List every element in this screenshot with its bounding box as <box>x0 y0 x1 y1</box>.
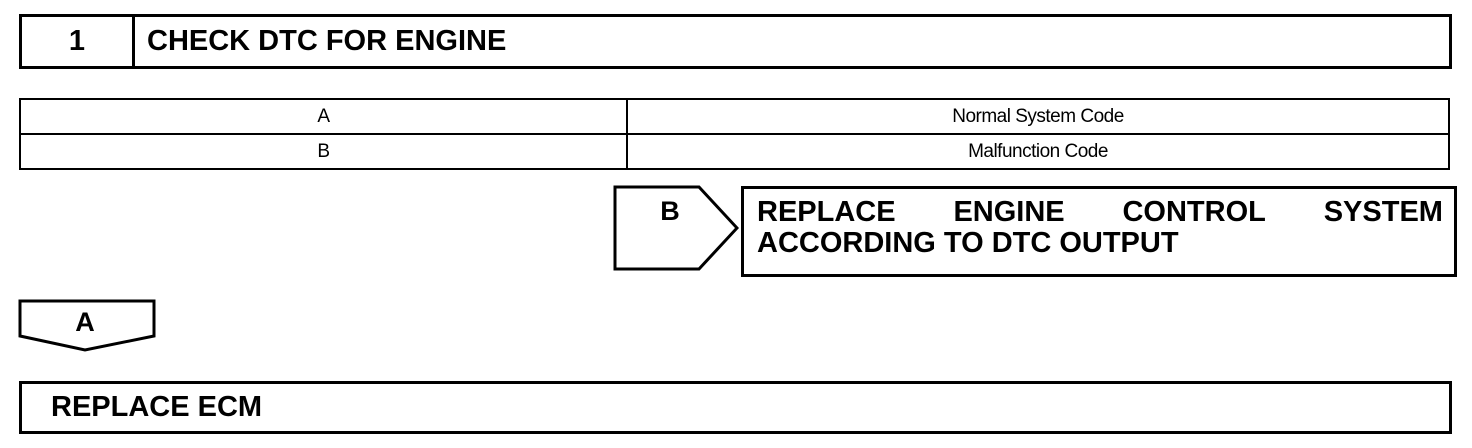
branch-b-action-line1: REPLACE ENGINE CONTROL SYSTEM <box>757 197 1443 228</box>
action-word: REPLACE <box>757 196 896 228</box>
action-word: ENGINE <box>953 196 1065 228</box>
step-header: 1 CHECK DTC FOR ENGINE <box>19 14 1452 69</box>
condition-cell: Malfunction Code <box>626 133 1450 170</box>
step-title: CHECK DTC FOR ENGINE <box>147 25 507 57</box>
branch-b-action: REPLACE ENGINE CONTROL SYSTEM ACCORDING … <box>741 186 1457 277</box>
right-arrow-icon <box>613 185 739 271</box>
branch-b-label: B <box>660 196 680 226</box>
table-row: A Normal System Code <box>19 98 1450 135</box>
branch-b-action-line2: ACCORDING TO DTC OUTPUT <box>757 227 1179 259</box>
table-row: B Malfunction Code <box>19 133 1450 170</box>
condition-cell: Normal System Code <box>626 98 1450 135</box>
result-cell: A <box>19 98 628 135</box>
branch-a-action: REPLACE ECM <box>19 381 1452 434</box>
step-number: 1 <box>22 17 135 66</box>
action-word: CONTROL <box>1122 196 1266 228</box>
down-arrow-icon <box>18 299 156 352</box>
branch-a-label: A <box>75 307 95 337</box>
result-table: A Normal System Code B Malfunction Code <box>19 98 1450 170</box>
result-cell: B <box>19 133 628 170</box>
action-word: SYSTEM <box>1323 196 1443 228</box>
branch-a-action-text: REPLACE ECM <box>51 391 263 423</box>
